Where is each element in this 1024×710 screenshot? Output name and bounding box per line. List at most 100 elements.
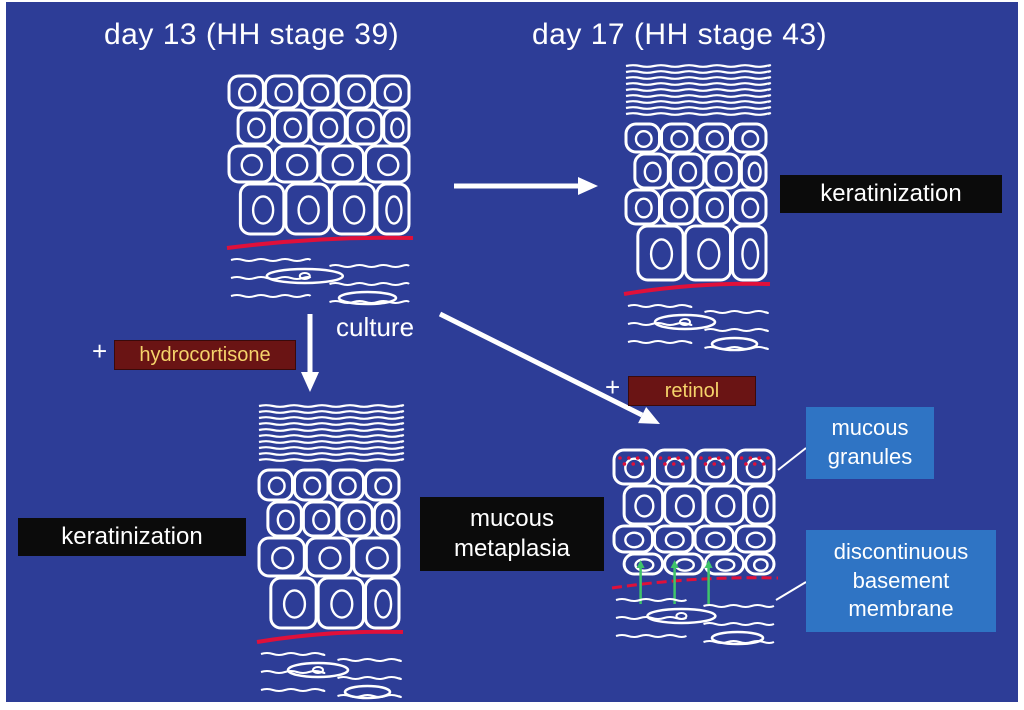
epithelial-cell (328, 468, 365, 502)
stroma-fiber (337, 676, 402, 680)
mucous-granule (658, 456, 663, 460)
cell-nucleus (374, 589, 393, 619)
cell-nucleus (283, 117, 302, 139)
mucous-granule (671, 462, 676, 466)
epithelial-cell (695, 122, 732, 154)
mucous-granule (627, 456, 631, 460)
treatment-hydrocortisone: hydrocortisone (114, 340, 296, 370)
cell-nucleus (347, 82, 366, 104)
keratin-layer (258, 422, 405, 426)
mucous-granule (685, 456, 689, 460)
cell-nucleus (705, 197, 724, 219)
keratin-layer (625, 106, 772, 110)
epithelial-cell (734, 524, 776, 554)
mucous-granule (640, 462, 644, 466)
stroma-fiber (615, 634, 687, 638)
epithelial-cell (227, 144, 274, 184)
arrow-to-hydrocortisone (301, 314, 319, 392)
cell-nucleus (297, 195, 320, 225)
epithelial-cell (236, 108, 275, 146)
mucous-granule (739, 456, 744, 460)
cell-nucleus (752, 494, 769, 518)
fibroblast (265, 267, 345, 285)
stroma-fiber (703, 622, 775, 626)
cell-nucleus (385, 195, 403, 225)
stroma-fiber (260, 688, 326, 692)
cell-nucleus (267, 476, 286, 496)
epithelial-cell (257, 536, 306, 578)
cell-nucleus (240, 153, 263, 177)
mucous-granule (635, 456, 640, 460)
mucous-granule (680, 462, 685, 466)
cell-nucleus (745, 531, 766, 549)
epithelial-cell (375, 182, 411, 236)
epithelial-cell (622, 552, 665, 576)
keratin-layer (625, 100, 772, 104)
keratin-layer (625, 64, 772, 68)
label-mucous-metaplasia: mucous metaplasia (420, 497, 604, 571)
label-culture: culture (336, 312, 415, 342)
keratin-layer (625, 70, 772, 74)
epithelial-cell (227, 74, 265, 110)
epithelial-cell (364, 144, 411, 184)
mucous-granule (721, 462, 725, 466)
stroma-fiber (329, 282, 410, 286)
treatment-retinol: retinol (628, 376, 756, 406)
keratin-layer (258, 458, 405, 462)
section-hydrocortisone (256, 404, 405, 700)
epithelial-cell (633, 152, 670, 190)
epithelial-cell (293, 468, 330, 502)
cell-nucleus (634, 558, 655, 572)
cell-nucleus (271, 546, 295, 570)
stroma-fiber (627, 304, 693, 308)
cell-nucleus (374, 476, 393, 496)
cell-nucleus (705, 531, 726, 549)
epithelial-cell (734, 448, 776, 486)
stroma-fiber (704, 328, 769, 332)
arrow-head (638, 407, 660, 424)
fibroblast-nucleus (312, 666, 324, 674)
cell-nucleus (697, 238, 721, 270)
epithelial-cell (744, 484, 776, 526)
cell-nucleus (380, 509, 395, 531)
cell-nucleus (705, 457, 726, 479)
keratin-layer (625, 94, 772, 98)
cell-nucleus (715, 558, 736, 572)
epithelial-cell (364, 468, 401, 502)
epithelial-cell (660, 188, 697, 226)
stroma-fiber (329, 264, 410, 268)
cell-nucleus (624, 457, 645, 479)
mucous-granule (618, 456, 622, 460)
fibroblast (710, 630, 765, 646)
upward-migration-arrowhead (670, 560, 679, 568)
cell-nucleus (624, 531, 645, 549)
keratin-layer (258, 404, 405, 408)
epithelial-cell (668, 152, 706, 190)
epithelial-cell (744, 552, 776, 576)
mucous-granule (663, 462, 667, 466)
cell-nucleus (377, 153, 400, 177)
keratin-layer (258, 428, 405, 432)
cell-nucleus (338, 476, 357, 496)
stroma-fiber (337, 658, 402, 662)
epithelial-cell (266, 500, 303, 538)
epithelial-cell (309, 108, 347, 146)
cell-nucleus (674, 558, 695, 572)
leader-basement-membrane (775, 581, 807, 601)
epithelial-cell (336, 74, 375, 110)
basement-membrane (623, 281, 771, 296)
stroma-fiber (615, 598, 687, 602)
mucous-granule (644, 456, 649, 460)
label-keratinization-bottom: keratinization (18, 518, 246, 556)
retinol-plus: + (605, 372, 621, 402)
cell-nucleus (282, 589, 307, 619)
mucous-granule (667, 456, 672, 460)
cell-nucleus (741, 238, 760, 270)
fibroblast (343, 684, 392, 700)
cell-nucleus (714, 161, 733, 183)
keratin-layer (258, 416, 405, 420)
fibroblast (710, 336, 759, 352)
header-day17: day 17 (HH stage 43) (532, 18, 828, 51)
epithelial-cell (352, 536, 401, 578)
